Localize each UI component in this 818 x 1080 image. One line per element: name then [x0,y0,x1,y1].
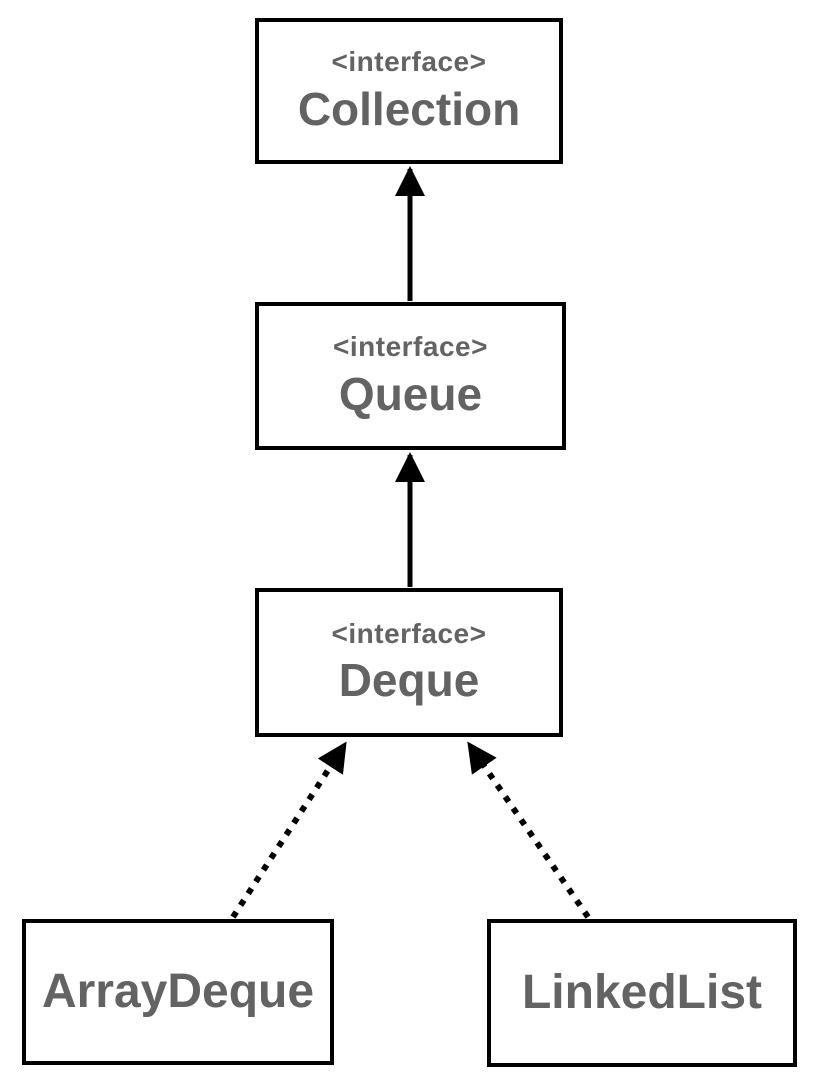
node-linkedlist-name: LinkedList [521,966,763,1020]
node-deque-stereotype: <interface> [331,617,487,649]
node-arraydeque: ArrayDeque [22,919,334,1065]
node-arraydeque-name: ArrayDeque [41,965,315,1019]
node-linkedlist: LinkedList [487,919,797,1067]
node-collection-stereotype: <interface> [331,46,487,78]
node-collection-name: Collection [297,82,521,135]
node-deque: <interface> Deque [255,588,563,737]
node-queue-name: Queue [338,367,483,420]
node-queue-stereotype: <interface> [333,331,488,363]
node-deque-name: Deque [338,654,480,707]
node-collection: <interface> Collection [255,18,563,164]
node-queue: <interface> Queue [255,302,566,450]
implements-arrow-arraydeque-to-deque [230,741,348,919]
implements-arrow-linkedlist-to-deque [466,741,591,919]
